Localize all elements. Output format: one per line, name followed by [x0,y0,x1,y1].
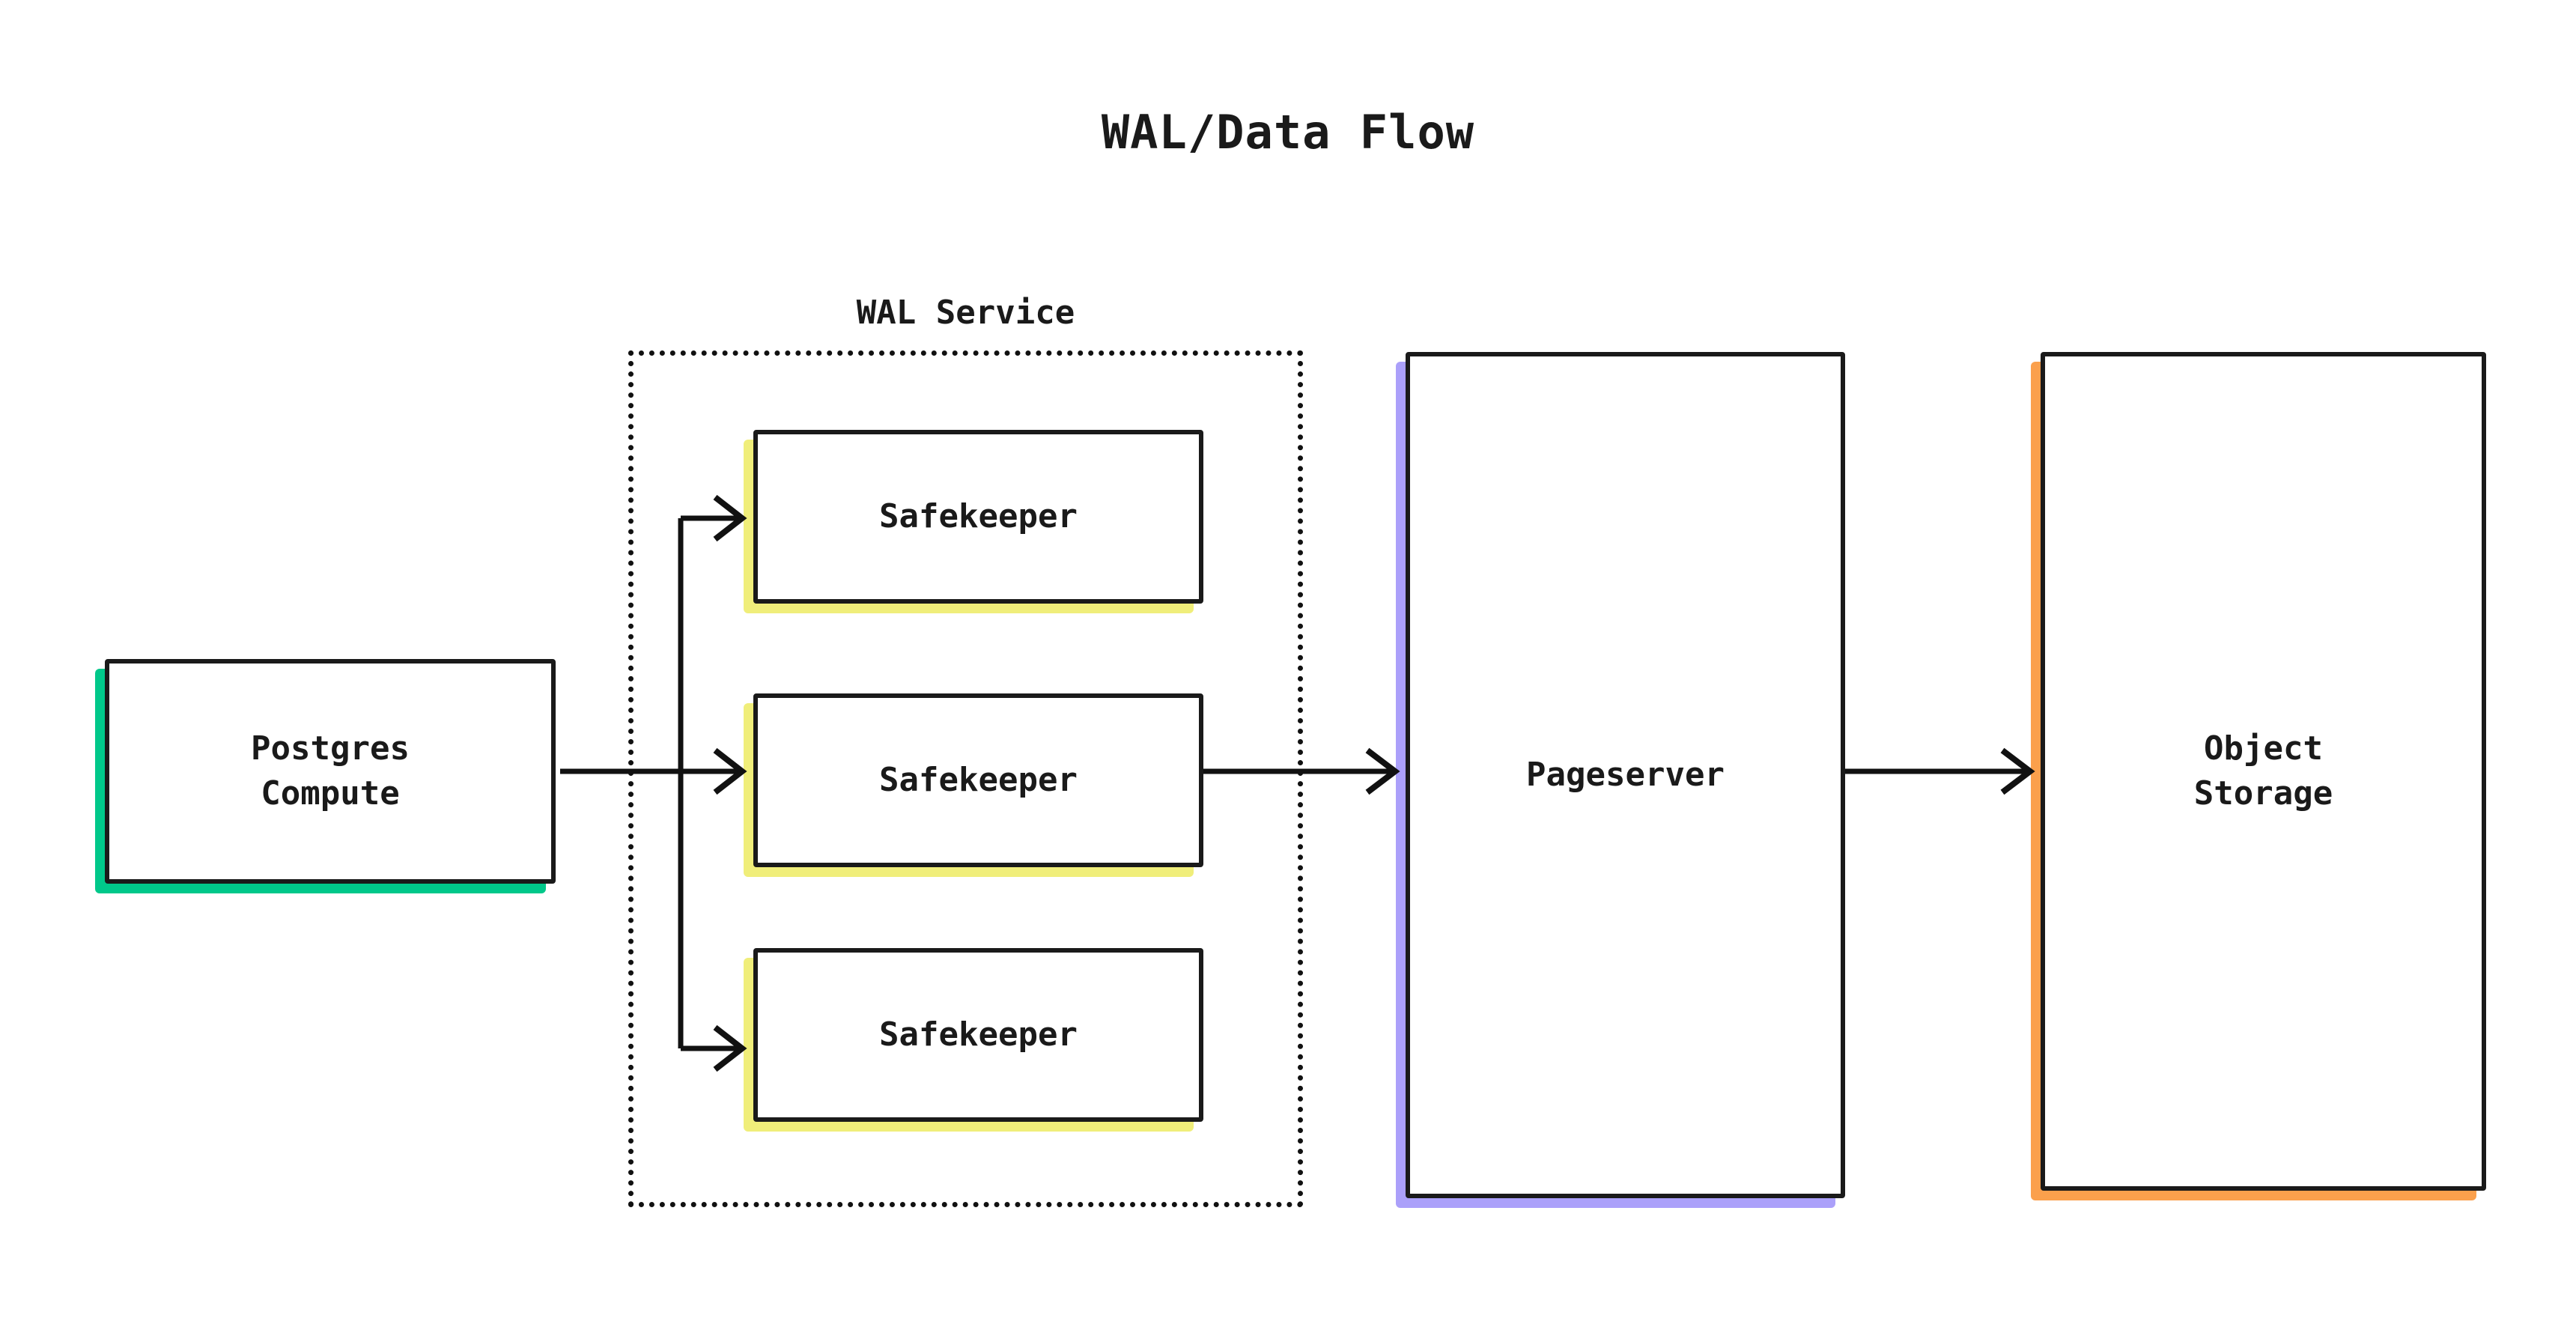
node-label-object-storage: Object Storage [2193,729,2333,813]
cluster-label-wal-service: WAL Service [856,294,1075,332]
cluster-box-wal-service [628,350,1303,1207]
node-postgres-compute[interactable]: Postgres Compute [95,659,556,893]
node-label-postgres-compute: Postgres Compute [251,729,410,813]
node-object-storage[interactable]: Object Storage [2031,352,2486,1200]
page-title: WAL/Data Flow [1101,105,1475,160]
node-card-safekeeper-2: Safekeeper [753,693,1203,867]
node-card-pageserver: Pageserver [1406,352,1845,1198]
node-pageserver[interactable]: Pageserver [1396,352,1845,1208]
node-label-safekeeper-2: Safekeeper [879,761,1078,800]
node-safekeeper-1[interactable]: Safekeeper [744,430,1203,613]
edge-pageserver-to-object-storage [1845,747,2035,795]
node-label-safekeeper-1: Safekeeper [879,497,1078,536]
node-card-safekeeper-1: Safekeeper [753,430,1203,604]
node-card-safekeeper-3: Safekeeper [753,948,1203,1122]
node-safekeeper-2[interactable]: Safekeeper [744,693,1203,877]
node-label-safekeeper-3: Safekeeper [879,1015,1078,1054]
node-safekeeper-3[interactable]: Safekeeper [744,948,1203,1132]
node-label-pageserver: Pageserver [1526,756,1725,795]
node-card-postgres-compute: Postgres Compute [105,659,556,884]
node-card-object-storage: Object Storage [2041,352,2486,1191]
